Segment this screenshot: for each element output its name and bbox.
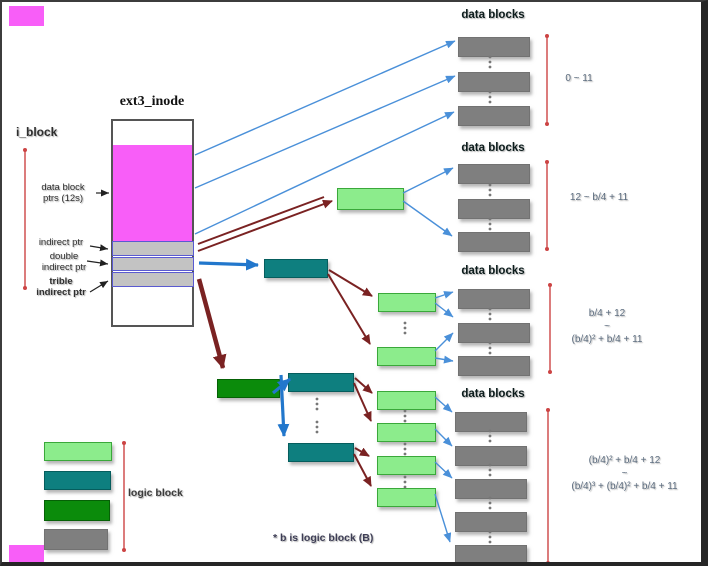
inode-title: ext3_inode: [119, 94, 185, 109]
range-label-triple: (b/4)² + b/4 + 12 ~ (b/4)³ + (b/4)² + b/…: [571, 455, 678, 492]
arrow-teal-to-green: [354, 377, 373, 394]
range-label-direct: 0 ~ 11: [565, 73, 593, 84]
data-block: [458, 72, 530, 92]
arrow-teal-to-green: [327, 273, 371, 345]
triple-level3-block: [377, 456, 436, 475]
i-block-label: i_block: [16, 125, 58, 139]
inode-triple-indirect-row: [112, 272, 194, 287]
measure-lines: [23, 34, 552, 562]
ellipsis-dots: [315, 55, 492, 544]
arrow-direct-2: [194, 75, 456, 189]
legend-teal: [44, 471, 111, 490]
triple-level2-block: [288, 443, 354, 462]
arrow-label-triple: [89, 280, 109, 293]
arrow-label-indirect: [89, 244, 109, 252]
arrow-direct-1: [194, 40, 456, 156]
inode-double-indirect-row: [112, 257, 194, 271]
arrow-teal-to-green: [353, 382, 372, 422]
corner-mark-top-left: [9, 6, 44, 26]
arrow-green-to-datablock: [434, 493, 452, 543]
footnote: * b is logic block (B): [273, 532, 374, 544]
arrow-green-to-datablock: [434, 291, 454, 299]
data-blocks-heading-3: data blocks: [461, 265, 525, 277]
arrow-green-to-datablock: [434, 461, 453, 479]
data-block: [455, 545, 527, 562]
arrow-green-to-datablock: [402, 200, 453, 237]
arrow-double-to-teal: [198, 258, 259, 271]
arrow-green-to-datablock: [434, 428, 453, 447]
double-indirect-block: [264, 259, 328, 278]
data-block: [458, 199, 530, 219]
data-block: [458, 323, 530, 343]
range-label-double: b/4 + 12 ~ (b/4)² + b/4 + 11: [571, 308, 643, 345]
arrow-label-double: [86, 259, 109, 267]
data-block: [458, 37, 530, 57]
legend-dark-green: [44, 500, 110, 521]
arrow-green-to-datablock: [434, 355, 454, 364]
data-block: [458, 164, 530, 184]
arrow-direct-3: [194, 111, 455, 235]
data-block: [458, 289, 530, 309]
double-level2-block: [378, 293, 436, 312]
double-indirect-ptr-label: double indirect ptr: [41, 251, 87, 273]
triple-level3-block: [377, 391, 436, 410]
arrow-triple-to-darkgreen: [196, 278, 227, 369]
corner-mark-bottom-left: [9, 545, 44, 562]
indirect-ptr-label: indirect ptr: [38, 237, 84, 248]
triple-level3-block: [377, 423, 436, 442]
inode-direct-ptrs-region: [113, 145, 192, 241]
data-blocks-heading-1: data blocks: [461, 9, 525, 21]
legend-label: logic block: [128, 487, 183, 499]
single-indirect-block: [337, 188, 404, 210]
arrow-green-to-datablock: [402, 167, 454, 194]
arrow-teal-to-green: [353, 453, 372, 487]
data-block: [458, 232, 530, 252]
arrow-green-to-datablock: [434, 332, 454, 352]
legend-light-green: [44, 442, 112, 461]
arrow-teal-to-green: [354, 447, 370, 457]
data-blocks-heading-2: data blocks: [461, 142, 525, 154]
triple-indirect-ptr-label: trible indirect ptr: [36, 276, 86, 298]
data-blocks-heading-4: data blocks: [461, 388, 525, 400]
arrow-teal-to-green: [328, 269, 373, 297]
double-level2-block: [377, 347, 436, 366]
data-block-ptrs-label: data block ptrs (12s): [41, 182, 85, 204]
data-block: [458, 106, 530, 126]
arrow-indirect-to-green: [197, 199, 333, 252]
legend-gray: [44, 529, 108, 550]
arrow-indirect-to-green-2: [197, 196, 325, 245]
inode-indirect-row: [112, 241, 194, 256]
data-block: [458, 356, 530, 376]
arrow-green-to-datablock: [434, 302, 454, 318]
arrow-green-to-datablock: [434, 396, 453, 413]
arrow-darkgreen-to-teal2: [277, 374, 290, 437]
range-label-single: 12 ~ b/4 + 11: [569, 192, 629, 203]
